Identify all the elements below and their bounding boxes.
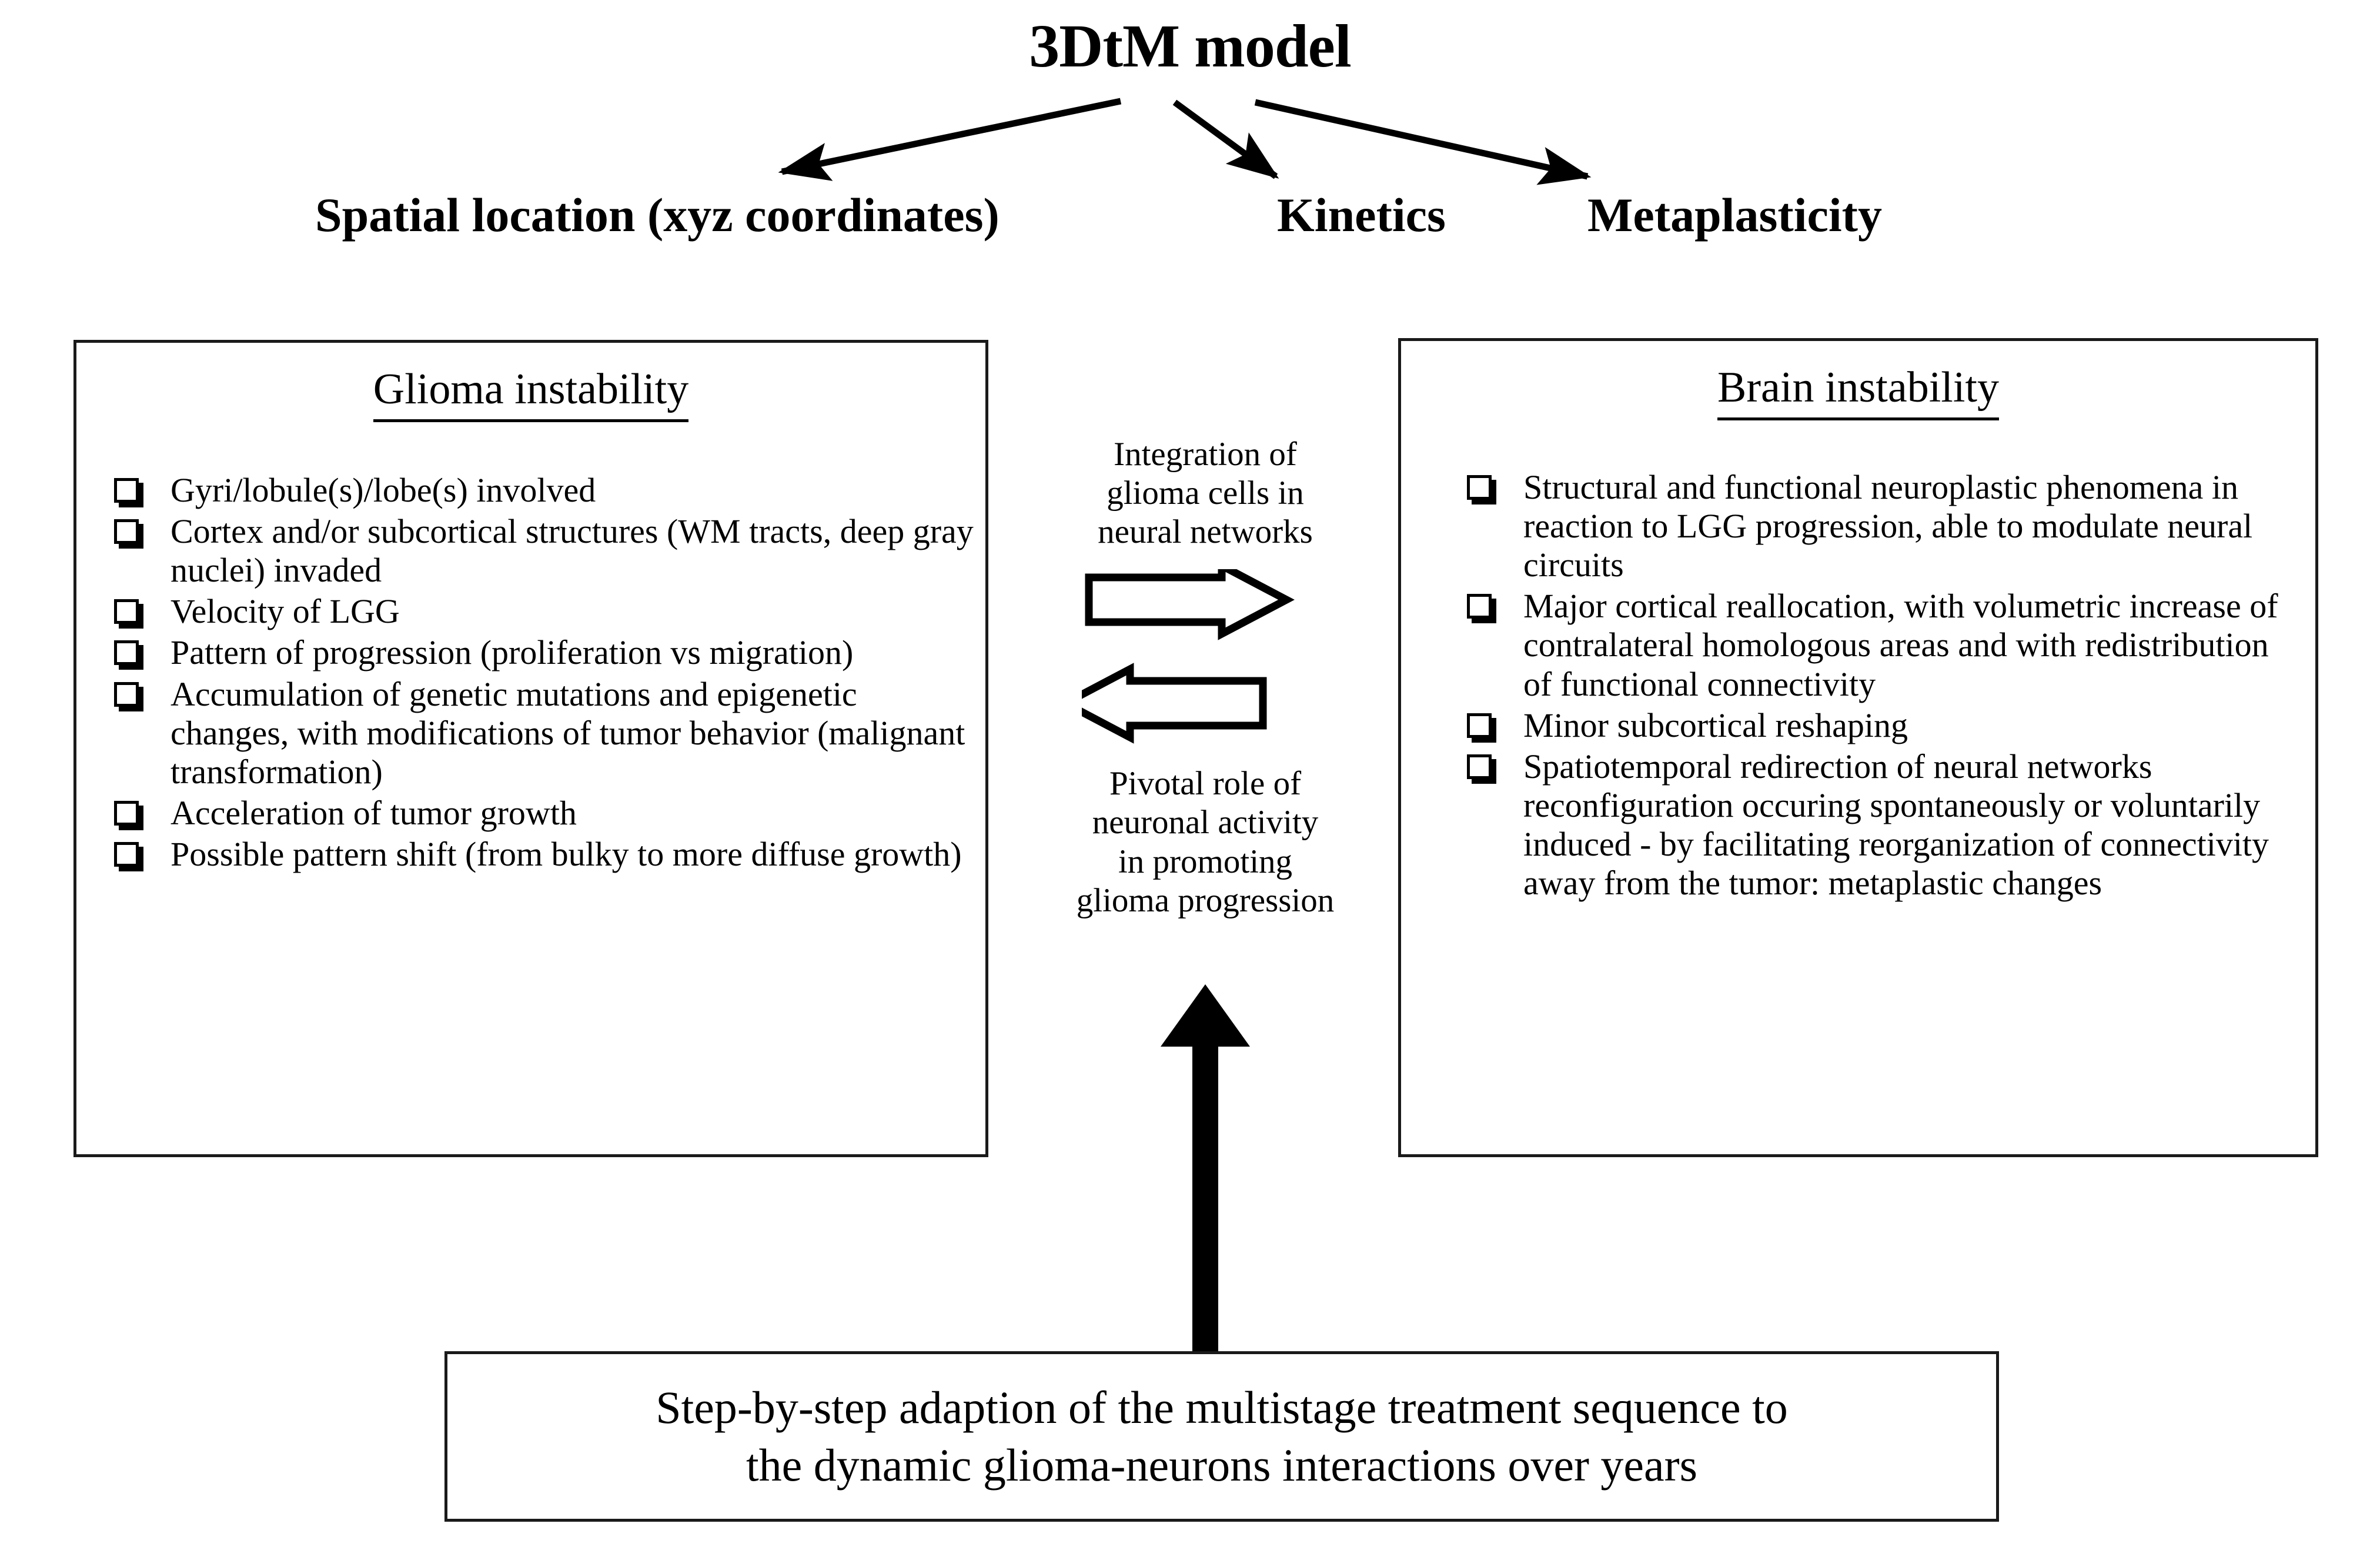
list-item: Spatiotemporal redirection of neural net… [1460, 747, 2287, 903]
list-item: Velocity of LGG [107, 592, 974, 631]
panel-treatment-adaptation-text: Step-by-step adaption of the multistage … [656, 1381, 1788, 1491]
panel-glioma-heading: Glioma instability [76, 365, 985, 422]
arrow-to-metaplasticity [1254, 99, 1592, 185]
list-item-label: Acceleration of tumor growth [171, 793, 577, 832]
checkbox-square-icon [1467, 713, 1492, 738]
checkbox-square-icon [114, 681, 139, 707]
list-item-label: Gyri/lobule(s)/lobe(s) involved [171, 471, 596, 509]
panel-glioma-heading-text: Glioma instability [373, 365, 689, 422]
list-item: Minor subcortical reshaping [1460, 706, 2287, 745]
brain-bullet-list: Structural and functional neuroplastic p… [1401, 468, 2315, 903]
bidirectional-exchange-arrows [1082, 569, 1295, 744]
glioma-bullet-list: Gyri/lobule(s)/lobe(s) involved Cortex a… [76, 471, 985, 874]
list-item-label: Velocity of LGG [171, 592, 400, 631]
checkbox-square-icon [1467, 475, 1492, 500]
checkbox-square-icon [114, 800, 139, 826]
list-item: Pattern of progression (proliferation vs… [107, 633, 974, 672]
checkbox-square-icon [114, 599, 139, 624]
list-item: Possible pattern shift (from bulky to mo… [107, 835, 974, 874]
panel-brain-heading-text: Brain instability [1717, 363, 1999, 420]
branch-label-kinetics: Kinetics [1277, 188, 1446, 242]
checkbox-square-icon [114, 841, 139, 867]
list-item: Gyri/lobule(s)/lobe(s) involved [107, 471, 974, 510]
arrow-left-hollow-icon [1082, 663, 1267, 744]
center-exchange-column: Integration of glioma cells in neural ne… [1000, 435, 1411, 920]
caption-pivotal-role-of-neuronal-activity: Pivotal role of neuronal activity in pro… [1076, 765, 1335, 919]
list-item-label: Minor subcortical reshaping [1523, 706, 1908, 744]
checkbox-square-icon [114, 640, 139, 666]
panel-glioma-instability: Glioma instability Gyri/lobule(s)/lobe(s… [73, 340, 988, 1157]
list-item-label: Cortex and/or subcortical structures (WM… [171, 512, 974, 590]
checkbox-square-icon [114, 519, 139, 544]
page-title: 3DtM model [1029, 12, 1351, 80]
list-item: Acceleration of tumor growth [107, 794, 974, 833]
list-item-label: Structural and functional neuroplastic p… [1523, 468, 2253, 584]
checkbox-square-icon [1467, 754, 1492, 779]
list-item-label: Accumulation of genetic mutations and ep… [171, 674, 965, 791]
branch-label-spatial-location: Spatial location (xyz coordinates) [315, 188, 1000, 242]
list-item-label: Major cortical reallocation, with volume… [1523, 587, 2278, 703]
list-item-label: Pattern of progression (proliferation vs… [171, 633, 854, 672]
list-item-label: Possible pattern shift (from bulky to mo… [171, 834, 962, 873]
caption-integration-of-glioma-cells: Integration of glioma cells in neural ne… [1098, 436, 1313, 551]
arrow-up-thick-icon [1161, 984, 1250, 1356]
list-item: Cortex and/or subcortical structures (WM… [107, 512, 974, 590]
list-item: Accumulation of genetic mutations and ep… [107, 675, 974, 791]
branch-label-metaplasticity: Metaplasticity [1587, 188, 1882, 242]
checkbox-square-icon [114, 478, 139, 503]
list-item-label: Spatiotemporal redirection of neural net… [1523, 747, 2269, 903]
arrow-to-spatial-location [778, 98, 1122, 181]
list-item: Structural and functional neuroplastic p… [1460, 468, 2287, 584]
panel-brain-heading: Brain instability [1401, 363, 2315, 420]
arrow-to-kinetics [1172, 99, 1279, 179]
panel-brain-instability: Brain instability Structural and functio… [1398, 338, 2318, 1157]
arrow-right-hollow-icon [1085, 569, 1295, 641]
list-item: Major cortical reallocation, with volume… [1460, 587, 2287, 703]
checkbox-square-icon [1467, 594, 1492, 619]
panel-treatment-adaptation: Step-by-step adaption of the multistage … [444, 1351, 1999, 1522]
